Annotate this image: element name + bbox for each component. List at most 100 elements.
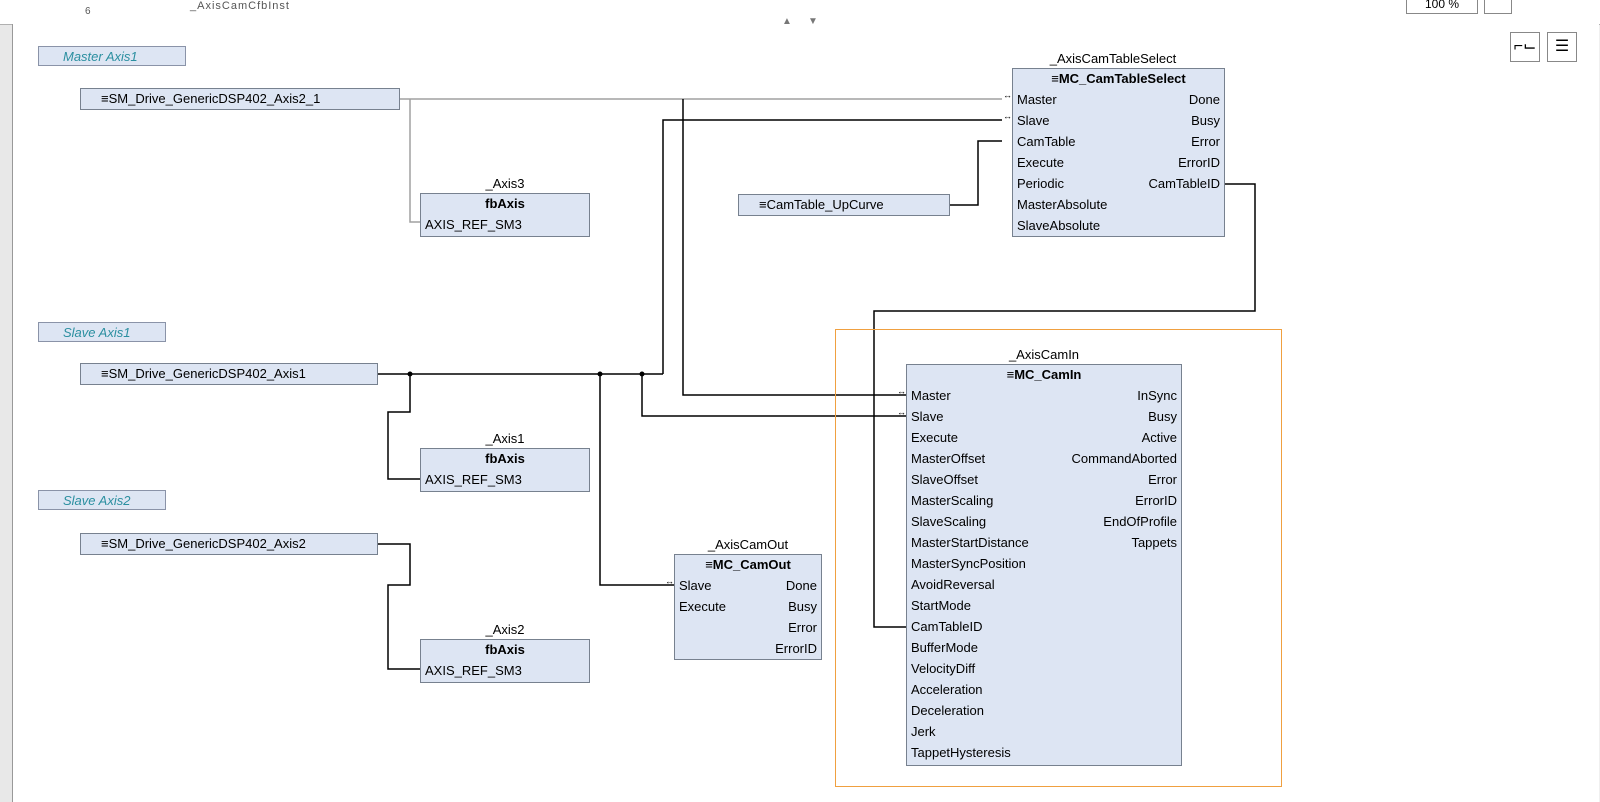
camin-output-pin[interactable]: Busy (1148, 409, 1177, 424)
camout-instance-name: _AxisCamOut (707, 537, 789, 552)
camtableselect-output-pin[interactable]: CamTableID (1148, 176, 1220, 191)
camin-input-pin[interactable]: TappetHysteresis (911, 742, 1011, 763)
camtableselect-input-pin[interactable]: ↔ Slave (1003, 110, 1050, 131)
zoom-tool-icon[interactable] (1484, 0, 1512, 14)
camin-input-pin[interactable]: MasterScaling (911, 490, 993, 511)
camin-output-pin[interactable]: EndOfProfile (1103, 514, 1177, 529)
camin-input-pin-label: SlaveScaling (911, 514, 987, 529)
wire-slave1-to-camout (599, 374, 676, 586)
camin-output-pin[interactable]: Error (1148, 472, 1177, 487)
camin-input-pin-label: SlaveOffset (911, 472, 978, 487)
camin-output-pin[interactable]: InSync (1137, 388, 1177, 403)
camtableselect-input-pin-label: CamTable (1017, 134, 1076, 149)
camin-output-pin[interactable]: Tappets (1131, 535, 1177, 550)
label-slave-axis2[interactable]: Slave Axis2 (38, 490, 166, 510)
camin-input-pin[interactable]: VelocityDiff (911, 658, 975, 679)
camtableselect-output-pin[interactable]: Done (1188, 92, 1220, 107)
camout-input-pin[interactable]: Execute (679, 596, 726, 617)
fb-axis3[interactable]: fbAxis AXIS_REF_SM3 (420, 193, 590, 237)
splitter-up-icon[interactable]: ▲ (782, 16, 792, 27)
label-slave-axis1[interactable]: Slave Axis1 (38, 322, 166, 342)
row-marker: 6 (85, 6, 91, 17)
inout-arrow-icon: ↔ (665, 576, 674, 586)
axis3-instance-name: _Axis3 (485, 176, 525, 191)
splitter-down-icon[interactable]: ▼ (808, 16, 818, 27)
camin-input-pin-label: CamTableID (911, 619, 983, 634)
axis2-type: fbAxis (485, 642, 525, 657)
axis2-pin-axisref[interactable]: AXIS_REF_SM3 (425, 663, 522, 678)
inout-arrow-icon: ↔ (1003, 111, 1012, 121)
camin-input-pin-label: Master (911, 388, 951, 403)
camtableselect-input-pin[interactable]: Execute (1017, 152, 1064, 173)
wire-slave1-to-camin (641, 374, 906, 417)
axis3-type: fbAxis (485, 196, 525, 211)
camin-input-pin[interactable]: Acceleration (911, 679, 983, 700)
camtableselect-input-pin[interactable]: Periodic (1017, 173, 1064, 194)
label-master-axis1[interactable]: Master Axis1 (38, 46, 186, 66)
camin-input-pin[interactable]: StartMode (911, 595, 971, 616)
camtableselect-input-pin[interactable]: SlaveAbsolute (1017, 215, 1100, 236)
fb-axis1[interactable]: fbAxis AXIS_REF_SM3 (420, 448, 590, 492)
camin-output-pin[interactable]: CommandAborted (1071, 451, 1178, 466)
camin-input-pin[interactable]: Execute (911, 427, 958, 448)
camtableselect-input-pin-label: Execute (1017, 155, 1064, 170)
var-slave-drive2[interactable]: ≡SM_Drive_GenericDSP402_Axis2 (80, 533, 378, 555)
var-slave-drive1[interactable]: ≡SM_Drive_GenericDSP402_Axis1 (80, 363, 378, 385)
camin-input-pin[interactable]: SlaveOffset (911, 469, 978, 490)
var-master-drive[interactable]: ≡SM_Drive_GenericDSP402_Axis2_1 (80, 88, 400, 110)
camout-output-pin[interactable]: ErrorID (775, 641, 817, 656)
camin-input-pin[interactable]: MasterStartDistance (911, 532, 1029, 553)
var-cam-table[interactable]: ≡CamTable_UpCurve (738, 194, 950, 216)
camin-input-pin[interactable]: Deceleration (911, 700, 984, 721)
zoom-field[interactable]: 100 % (1406, 0, 1478, 14)
wire-slave1-to-axis1 (387, 374, 424, 480)
camin-input-pin[interactable]: CamTableID (911, 616, 983, 637)
camin-input-pin-label: VelocityDiff (911, 661, 976, 676)
camin-input-pin[interactable]: ↔Master (897, 385, 951, 406)
camtableselect-output-pin[interactable]: Busy (1191, 113, 1220, 128)
camout-output-pin[interactable]: Busy (788, 599, 817, 614)
camin-input-pin-label: Deceleration (911, 703, 984, 718)
fb-axis2[interactable]: fbAxis AXIS_REF_SM3 (420, 639, 590, 683)
camtableselect-input-pin[interactable]: MasterAbsolute (1017, 194, 1107, 215)
camin-input-pin-label: MasterScaling (911, 493, 994, 508)
camtableselect-output-pin[interactable]: ErrorID (1178, 155, 1220, 170)
camtableselect-input-pin-label: SlaveAbsolute (1017, 218, 1101, 233)
camin-input-pin[interactable]: ↔Slave (897, 406, 944, 427)
menu-button[interactable]: ☰ (1547, 32, 1577, 62)
wire-slave2-to-axis2 (378, 543, 424, 670)
variable-icon: ≡ (759, 197, 767, 212)
camin-input-pin[interactable]: MasterSyncPosition (911, 553, 1026, 574)
camin-input-pin[interactable]: BufferMode (911, 637, 978, 658)
camin-input-pin[interactable]: SlaveScaling (911, 511, 986, 532)
camtableselect-output-pin[interactable]: Error (1191, 134, 1220, 149)
camtableselect-type: ≡MC_CamTableSelect (1051, 71, 1186, 86)
camin-input-pin-label: Jerk (911, 724, 936, 739)
camtableselect-input-pin[interactable]: ↔Master (1003, 89, 1057, 110)
camin-input-pin-label: BufferMode (911, 640, 978, 655)
selection-rectangle (835, 329, 1282, 787)
camin-output-pin[interactable]: ErrorID (1135, 493, 1177, 508)
camin-input-pin[interactable]: Jerk (911, 721, 936, 742)
var-slave-drive1-label: SM_Drive_GenericDSP402_Axis1 (108, 366, 306, 381)
network-view-button[interactable]: ⌐⌙ (1510, 32, 1540, 62)
camout-output-pin[interactable]: Error (788, 620, 817, 635)
camin-input-pin[interactable]: AvoidReversal (911, 574, 995, 595)
camin-input-pin[interactable]: MasterOffset (911, 448, 985, 469)
camtableselect-input-pin-label: Slave (1017, 113, 1050, 128)
axis3-pin-axisref[interactable]: AXIS_REF_SM3 (425, 217, 522, 232)
camout-output-pin[interactable]: Done (785, 578, 817, 593)
cfc-editor-canvas[interactable] (12, 24, 1599, 802)
camout-input-pin-label: Execute (679, 599, 726, 614)
axis1-instance-name: _Axis1 (485, 431, 525, 446)
camin-input-pin-label: StartMode (911, 598, 971, 613)
inout-arrow-icon: ↔ (897, 407, 906, 417)
camin-output-pin[interactable]: Active (1141, 430, 1177, 445)
camout-input-pin[interactable]: ↔Slave (665, 575, 712, 596)
camtableselect-input-pin[interactable]: CamTable (1017, 131, 1076, 152)
axis1-pin-axisref[interactable]: AXIS_REF_SM3 (425, 472, 522, 487)
